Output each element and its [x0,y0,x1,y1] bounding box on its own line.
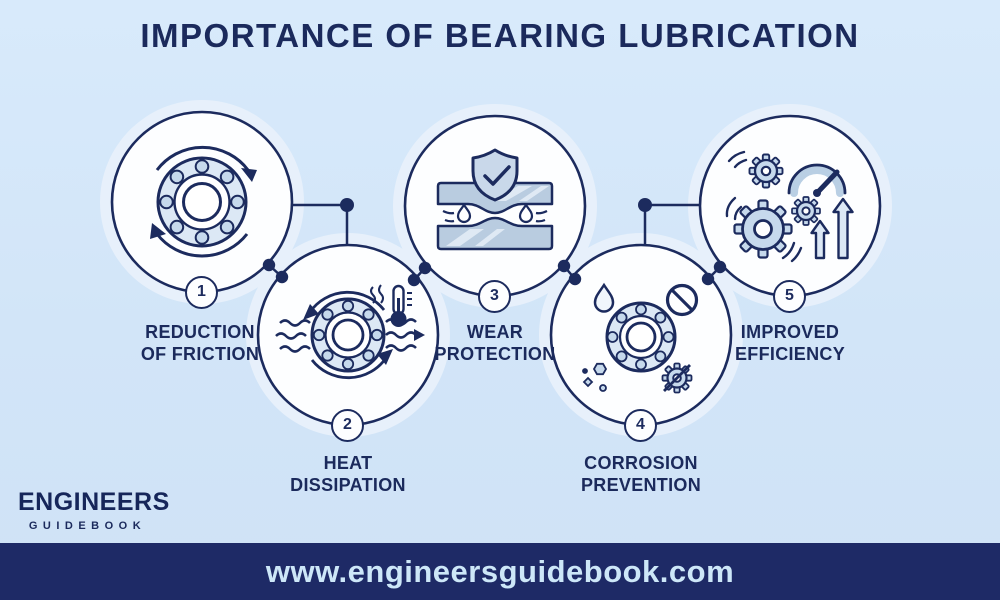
thermometer-ticks [407,292,412,306]
crossed-gear-icon [661,362,693,394]
gears-speedometer-up-arrows-icon [725,150,854,263]
step-label-corrosion-prevention: CORROSION PREVENTION [580,453,702,495]
brand-name: ENGINEERS [18,488,170,516]
rotation-arrows [155,145,250,258]
step-number-badge: 4 [624,409,657,442]
ball-bearing-rotation-icon [150,145,257,258]
bearing-balls [312,299,384,371]
rotation-arrows [308,290,388,380]
heat-squiggles [370,284,384,304]
step-label-improved-efficiency: IMPROVED EFFICIENCY [734,322,846,364]
footer-bar: www.engineersguidebook.com [0,543,1000,600]
no-sign-icon [665,283,699,317]
bearing-heat-thermometer-icon [275,284,425,380]
thermometer-icon [370,284,412,327]
step-number-badge: 5 [773,280,806,313]
step-label-reduction-of-friction: REDUCTION OF FRICTION [140,322,260,364]
elbow-dot-1-2 [340,198,354,212]
speed-dashes [442,210,548,223]
small-gear-middle [791,196,821,226]
big-gear [733,199,793,259]
up-arrows [810,197,854,260]
lubricant-droplets [456,203,534,224]
shield-lubricated-plates-icon [436,148,554,251]
shield-icon [471,148,519,202]
step-label-wear-protection: WEAR PROTECTION [434,322,556,364]
brand-subname: GUIDEBOOK [28,520,147,532]
bearing-balls [606,303,675,371]
circle-step-5 [698,114,882,298]
bearing-droplet-no-rust-icon [582,282,699,394]
step-number-badge: 3 [478,280,511,313]
bridge-dots [262,258,727,287]
connector-dots [340,198,652,212]
page-title: IMPORTANCE OF BEARING LUBRICATION [140,17,860,54]
bearing-balls [159,159,245,245]
step-label-heat-dissipation: HEAT DISSIPATION [290,453,406,495]
water-droplet-icon [593,282,615,313]
rust-particles [582,362,608,392]
elbow-dot-4-5 [638,198,652,212]
step-number-badge: 2 [331,409,364,442]
brand-logo: ENGINEERS GUIDEBOOK [18,488,170,532]
small-gear-top-left [748,153,784,189]
step-number-badge: 1 [185,276,218,309]
motion-arcs [725,150,803,263]
footer-website-url: www.engineersguidebook.com [265,554,735,589]
checkmark-icon [483,165,511,186]
speedometer-icon [787,163,847,197]
